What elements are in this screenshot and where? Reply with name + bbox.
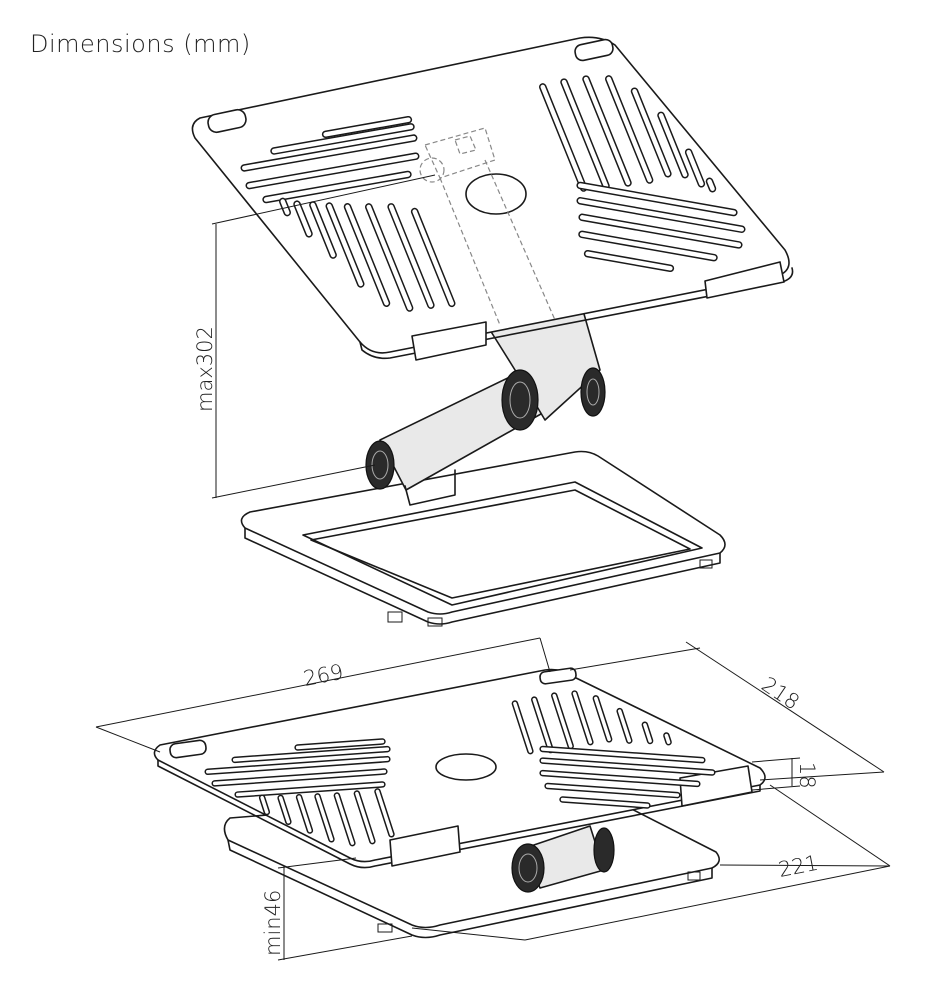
max-height-label: max302 [193, 326, 217, 412]
max-height-dimension: max302 [193, 174, 436, 499]
base-plate [240, 450, 726, 627]
base-depth-dimension: 221 [411, 784, 891, 941]
min-height-dimension: min46 [261, 857, 413, 961]
depth-label: 218 [757, 672, 804, 714]
folded-top-plate [153, 667, 766, 869]
top-plate [191, 36, 794, 361]
min-height-label: min46 [261, 890, 285, 956]
lip-dimension: 18 [751, 757, 819, 791]
hidden-mechanism [419, 127, 556, 326]
hinge-arm [365, 299, 606, 506]
lip-label: 18 [795, 762, 819, 789]
raised-stand-view: max302 [191, 36, 794, 627]
base-depth-label: 221 [776, 851, 820, 882]
diagram-title: Dimensions (mm) [30, 30, 251, 58]
width-label: 269 [301, 660, 345, 691]
folded-stand-view: 269 218 18 221 min46 [95, 637, 891, 961]
